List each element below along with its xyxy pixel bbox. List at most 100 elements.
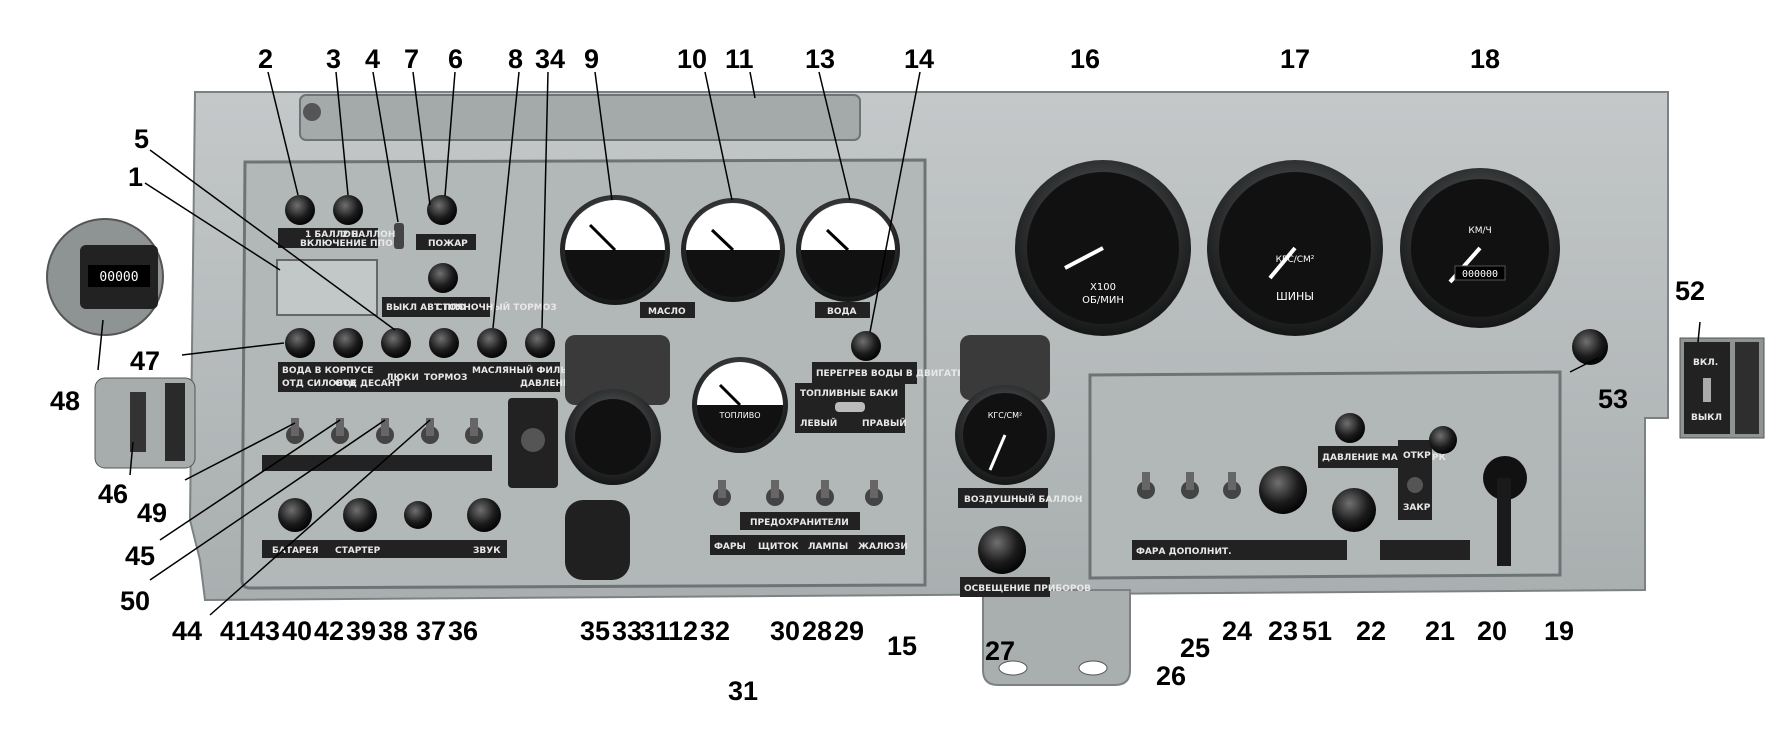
- auto-ppo-toggle[interactable]: [394, 223, 404, 249]
- callout-32: 32: [700, 616, 730, 646]
- glass-heater-switch[interactable]: [1181, 472, 1199, 499]
- fire-label: ПОЖАР: [428, 239, 468, 249]
- callout-30: 30: [770, 616, 800, 646]
- fuel-gauge-label: ТОПЛИВО: [719, 411, 761, 420]
- callout-45: 45: [125, 541, 155, 571]
- callout-7: 7: [404, 44, 419, 74]
- callout-29: 29: [834, 616, 864, 646]
- wiper-button[interactable]: [1259, 466, 1307, 514]
- callout-13: 13: [805, 44, 835, 74]
- otd-silovoe-label: ОТД СИЛОВОЕ: [282, 379, 357, 389]
- callout-31b: 31: [728, 676, 758, 706]
- water-hull-label: ВОДА В КОРПУСЕ: [282, 366, 373, 376]
- instrument-lighting-knob[interactable]: [978, 526, 1026, 574]
- starter-label: СТАРТЕР: [335, 546, 381, 556]
- ballon2-lamp[interactable]: [333, 195, 363, 225]
- toggle-switch-1[interactable]: [286, 418, 304, 444]
- louvers-lamp[interactable]: [1429, 426, 1457, 454]
- oil-label: МАСЛО: [648, 307, 686, 317]
- fuel-tank-selector[interactable]: [835, 402, 865, 412]
- water-hull-lamp-1[interactable]: [285, 328, 315, 358]
- aux-headlight-switch[interactable]: [1137, 472, 1155, 499]
- oil-pressure-gauge: [560, 195, 670, 305]
- parking-brake-label: СТОЯНОЧНЫЙ ТОРМОЗ: [436, 301, 557, 313]
- lamps-label: ЛАМПЫ: [808, 542, 848, 552]
- tach-x100: X100: [1090, 282, 1116, 293]
- starter-button[interactable]: [343, 498, 377, 532]
- tire-label: ШИНЫ: [1276, 290, 1314, 303]
- headlights-label: ФАРЫ: [714, 542, 746, 552]
- master-switch-toggle[interactable]: [1703, 378, 1711, 402]
- callout-35: 35: [580, 616, 610, 646]
- speedometer: КМ/Ч 000000: [1400, 168, 1560, 328]
- ballon-sub-label: ВКЛЮЧЕНИЕ ППО: [300, 239, 393, 249]
- toggle-switch-4[interactable]: [421, 418, 439, 444]
- brake-label: ТОРМОЗ: [424, 373, 467, 383]
- callout-12: 12: [668, 616, 698, 646]
- callout-18: 18: [1470, 44, 1500, 74]
- rear-heater-switch[interactable]: [1223, 472, 1241, 499]
- callout-14: 14: [904, 44, 934, 74]
- callout-42: 42: [314, 616, 344, 646]
- fuse-switch-3[interactable]: [816, 480, 834, 506]
- toggle-switch-2[interactable]: [331, 418, 349, 444]
- indicator-lamps-top: [285, 195, 458, 293]
- fuse-switch-4[interactable]: [865, 480, 883, 506]
- callout-38: 38: [378, 616, 408, 646]
- vykl-avt-label: ВЫКЛ АВТ ППО: [386, 303, 466, 313]
- oil-filter-lamp[interactable]: [477, 328, 507, 358]
- callout-40: 40: [282, 616, 312, 646]
- indicator-lamp-53[interactable]: [1572, 329, 1608, 365]
- callout-50: 50: [120, 586, 150, 616]
- callout-4: 4: [365, 44, 380, 74]
- headlight-button[interactable]: [1332, 488, 1376, 532]
- battery-label: БАТАРЕЯ: [272, 546, 319, 556]
- callout-51: 51: [1302, 616, 1332, 646]
- aux-headlight-label: ФАРА ДОПОЛНИТ.: [1136, 547, 1232, 557]
- callout-17: 17: [1280, 44, 1310, 74]
- rk-oil-pressure-lamp[interactable]: [1335, 413, 1365, 443]
- right-panel-toggles: [1137, 472, 1241, 499]
- callout-33: 33: [612, 616, 642, 646]
- shield-label: ЩИТОК: [758, 542, 799, 552]
- air-pressure-gauge: КГС/СМ²: [955, 385, 1055, 485]
- water-hull-lamp-2[interactable]: [333, 328, 363, 358]
- fuse-switch-2[interactable]: [766, 480, 784, 506]
- top-cover-plate: [299, 94, 861, 141]
- louvers-switch[interactable]: [1407, 477, 1423, 493]
- hour-meter-digits: 00000: [99, 270, 138, 285]
- overheat-lamp[interactable]: [851, 331, 881, 361]
- ballon2-label: 2 БАЛЛОН: [342, 230, 395, 240]
- heater-button[interactable]: [404, 501, 432, 529]
- switch-off-label: ВЫКЛ: [1691, 413, 1722, 423]
- instrument-lighting-label: ОСВЕЩЕНИЕ ПРИБОРОВ: [964, 584, 1091, 594]
- ballon1-lamp[interactable]: [285, 195, 315, 225]
- water-temp-gauge: [796, 198, 900, 302]
- callout-15: 15: [887, 631, 917, 661]
- battery-button[interactable]: [278, 498, 312, 532]
- oil-pressure-lamp[interactable]: [525, 328, 555, 358]
- callout-41: 41: [220, 616, 250, 646]
- toggle-switch-5[interactable]: [465, 418, 483, 444]
- brake-lamp[interactable]: [429, 328, 459, 358]
- lamp-socket: [565, 500, 630, 580]
- fire-lamp[interactable]: [427, 195, 457, 225]
- callout-16: 16: [1070, 44, 1100, 74]
- toggle-switch-3[interactable]: [376, 418, 394, 444]
- horn-button[interactable]: [467, 498, 501, 532]
- tachometer: X100 ОБ/МИН: [1015, 160, 1191, 336]
- hour-meter: 00000: [46, 218, 164, 336]
- callout-26: 26: [1156, 661, 1186, 691]
- warning-lamps-row: [285, 328, 555, 358]
- callout-25: 25: [1180, 633, 1210, 663]
- callout-3: 3: [326, 44, 341, 74]
- parking-brake-lamp[interactable]: [428, 263, 458, 293]
- fuse-switch-1[interactable]: [713, 480, 731, 506]
- air-gauge-unit: КГС/СМ²: [988, 411, 1023, 420]
- hatches-lamp[interactable]: [381, 328, 411, 358]
- callout-11: 11: [725, 44, 754, 74]
- callout-37: 37: [416, 616, 446, 646]
- control-lever[interactable]: [1483, 456, 1527, 566]
- bottom-left-buttons: [278, 498, 501, 532]
- fuel-tanks-label: ТОПЛИВНЫЕ БАКИ: [800, 389, 898, 399]
